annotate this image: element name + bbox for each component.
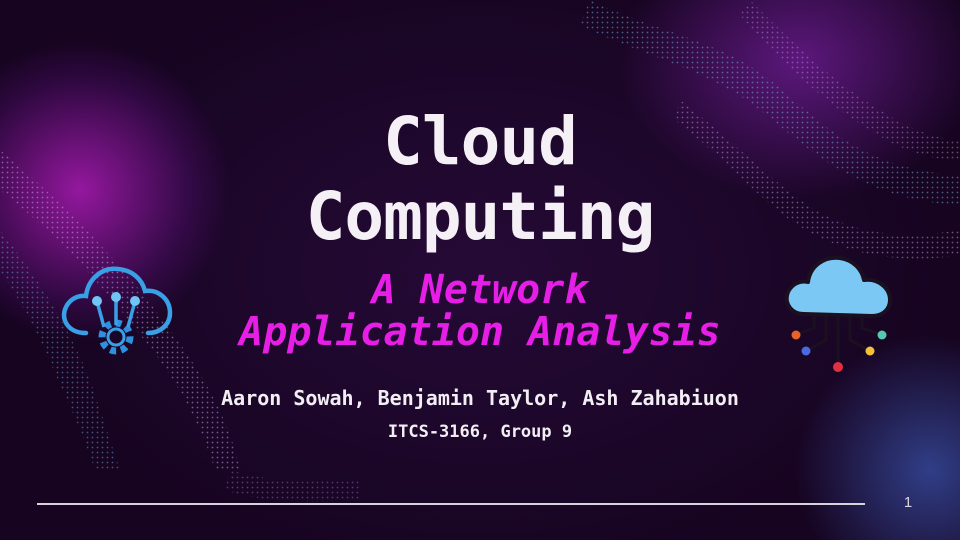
cloud-gear-icon <box>61 266 173 355</box>
cloud-network-icon <box>784 255 892 372</box>
subtitle-line-1: A Network <box>371 267 589 313</box>
page-number: 1 <box>903 494 913 511</box>
subtitle-line-2: Application Analysis <box>239 309 721 355</box>
course-text: ITCS-3166, Group 9 <box>387 422 573 442</box>
title-line-2: Computing <box>305 178 656 255</box>
footer-divider <box>37 503 865 505</box>
title-line-1: Cloud <box>383 103 578 180</box>
authors-text: Aaron Sowah, Benjamin Taylor, Ash Zahabi… <box>221 386 739 410</box>
